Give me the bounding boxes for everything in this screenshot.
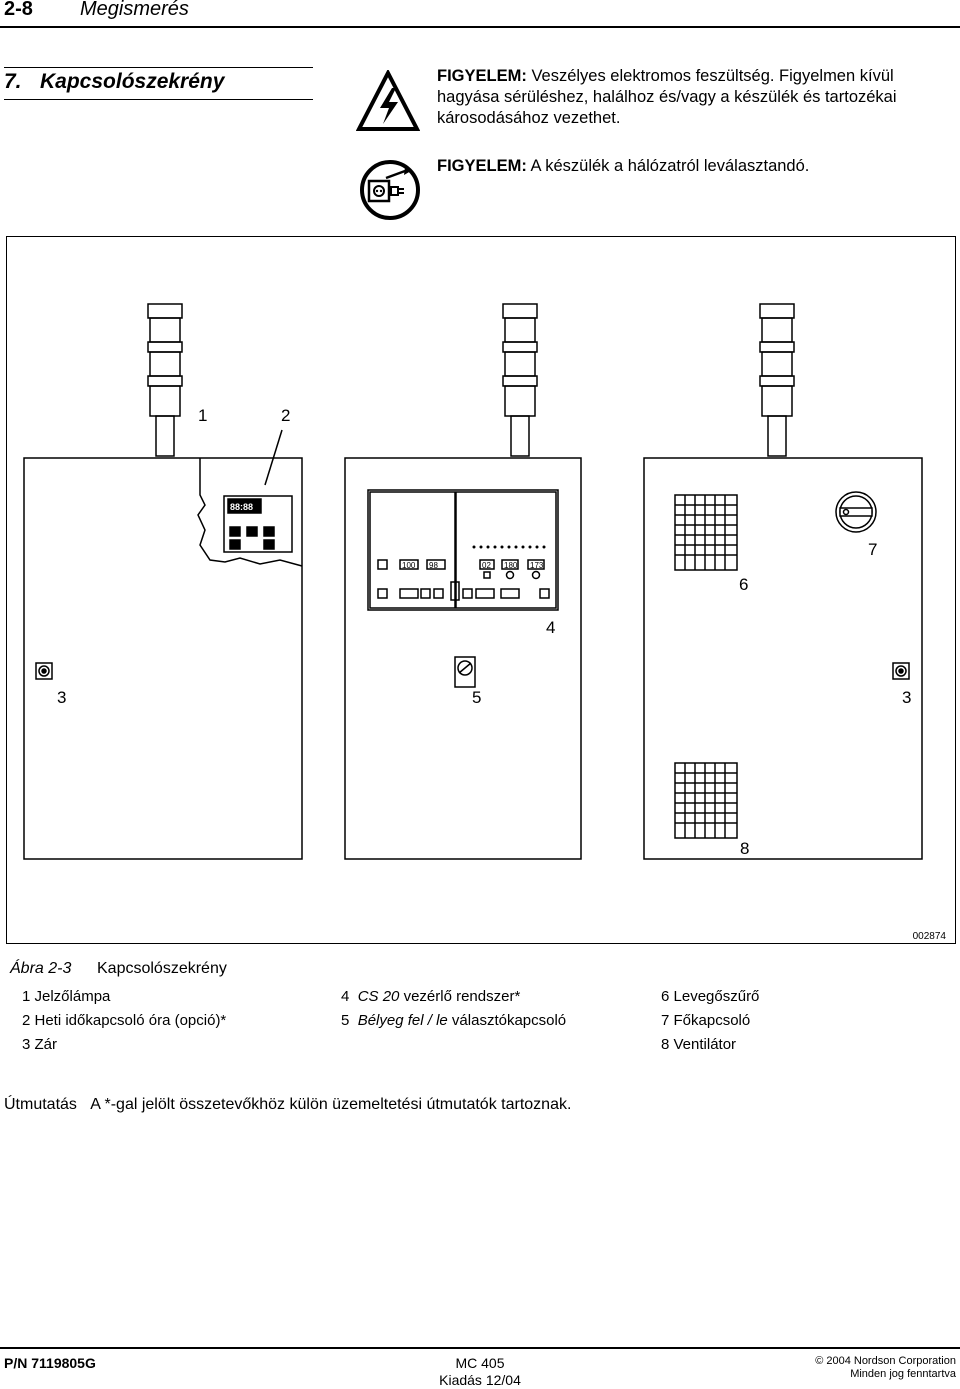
warning-text: Veszélyes elektromos feszültség. Figyelm…: [531, 67, 894, 85]
warning-voltage: FIGYELEM: Veszélyes elektromos feszültsé…: [437, 66, 897, 129]
legend-item: 2 Heti időkapcsoló óra (opció)*: [22, 1012, 227, 1029]
callout-3-left: 3: [57, 688, 66, 707]
section-rule-top: [4, 67, 313, 68]
display-100: 100: [402, 561, 416, 570]
lock-right-icon: [892, 662, 910, 680]
weekly-timer: [223, 495, 293, 553]
figure-frame: [6, 236, 956, 944]
control-cabinet-diagram: 88:88 100 98 02 180 173 1 2 3 4 5 6 7 3 …: [23, 303, 923, 860]
warning-text-line3: károsodásához vezethet.: [437, 109, 621, 127]
display-180: 180: [504, 561, 518, 570]
display-02: 02: [482, 561, 491, 570]
legend-italic: Bélyeg fel / le: [357, 1012, 448, 1029]
warning-text-line2: hagyása sérüléshez, halálhoz és/vagy a k…: [437, 88, 897, 106]
note-text: A *-gal jelölt összetevőkhöz külön üzeme…: [90, 1096, 572, 1113]
caption-label: Ábra 2-3: [10, 960, 72, 977]
callout-7: 7: [868, 540, 877, 559]
warning-disconnect: FIGYELEM: A készülék a hálózatról levála…: [437, 156, 809, 177]
cabinet-left: [23, 457, 303, 860]
section-rule-bottom: [4, 99, 313, 100]
callout-2: 2: [281, 406, 290, 425]
callout-1: 1: [198, 406, 207, 425]
callout-3-right: 3: [902, 688, 911, 707]
cabinet-right: [643, 457, 923, 860]
legend-item: 3 Zár: [22, 1036, 58, 1053]
footer-copyright: © 2004 Nordson Corporation Minden jog fe…: [815, 1355, 956, 1381]
warning-label: FIGYELEM:: [437, 157, 527, 175]
header-rule: [0, 26, 960, 28]
callout-4: 4: [546, 618, 555, 637]
figure-id: 002874: [912, 931, 946, 942]
part-number: P/N 7119805G: [4, 1355, 96, 1371]
timer-cutout: [197, 458, 303, 567]
chapter-title: Megismerés: [80, 0, 189, 20]
legend-rest: választókapcsoló: [451, 1012, 567, 1029]
footer-model: MC 405 Kiadás 12/04: [380, 1355, 580, 1389]
section-name: Kapcsolószekrény: [40, 70, 225, 93]
issue: Kiadás 12/04: [439, 1372, 521, 1388]
signal-lamp-middle: [502, 303, 538, 457]
footer-rule: [0, 1347, 960, 1349]
warning-label: FIGYELEM:: [437, 67, 527, 85]
cs20-controller: [367, 489, 559, 611]
page-number: 2-8: [4, 0, 33, 20]
callout-5: 5: [472, 688, 481, 707]
air-filter-top: [674, 494, 738, 571]
caption-title: Kapcsolószekrény: [97, 960, 227, 977]
lock-left-icon: [35, 662, 53, 680]
timer-display: 88:88: [230, 502, 253, 512]
signal-lamp-left: [147, 303, 183, 457]
model: MC 405: [455, 1355, 505, 1371]
rights: Minden jog fenntartva: [850, 1368, 956, 1380]
legend-num: 4: [341, 988, 350, 1005]
section-number: 7.: [4, 70, 22, 93]
legend-col-2: 4 CS 20 vezérlő rendszer* 5 Bélyeg fel /…: [341, 985, 566, 1033]
legend-italic: CS 20: [357, 988, 400, 1005]
disconnect-power-icon: [360, 160, 420, 220]
legend-col-1: 1 Jelzőlámpa 2 Heti időkapcsoló óra (opc…: [22, 985, 226, 1057]
note-label: Útmutatás: [4, 1096, 77, 1113]
legend-item: 4 CS 20 vezérlő rendszer*: [341, 985, 566, 1009]
legend-rest: vezérlő rendszer*: [403, 988, 521, 1005]
legend-item: 1 Jelzőlámpa: [22, 988, 111, 1005]
note: Útmutatás A *-gal jelölt összetevőkhöz k…: [4, 1096, 571, 1114]
section-title: 7. Kapcsolószekrény: [4, 70, 224, 94]
cabinet-middle: [344, 457, 582, 860]
main-switch-icon: [835, 491, 877, 533]
legend-item: 7 Főkapcsoló: [661, 1012, 751, 1029]
signal-lamp-right: [759, 303, 795, 457]
copyright: © 2004 Nordson Corporation: [815, 1355, 956, 1367]
legend-col-3: 6 Levegőszűrő 7 Főkapcsoló 8 Ventilátor: [661, 985, 759, 1057]
high-voltage-warning-icon: [356, 70, 420, 131]
legend-item: 5 Bélyeg fel / le választókapcsoló: [341, 1009, 566, 1033]
legend-num: 5: [341, 1012, 350, 1029]
callout-8: 8: [740, 839, 749, 858]
ventilator-grid: [674, 762, 738, 839]
display-173: 173: [530, 561, 544, 570]
display-98: 98: [429, 561, 438, 570]
legend-item: 8 Ventilátor: [661, 1036, 737, 1053]
warning-text: A készülék a hálózatról leválasztandó.: [530, 157, 810, 175]
callout-6: 6: [739, 575, 748, 594]
legend-item: 6 Levegőszűrő: [661, 988, 760, 1005]
selector-switch-icon: [454, 656, 476, 688]
